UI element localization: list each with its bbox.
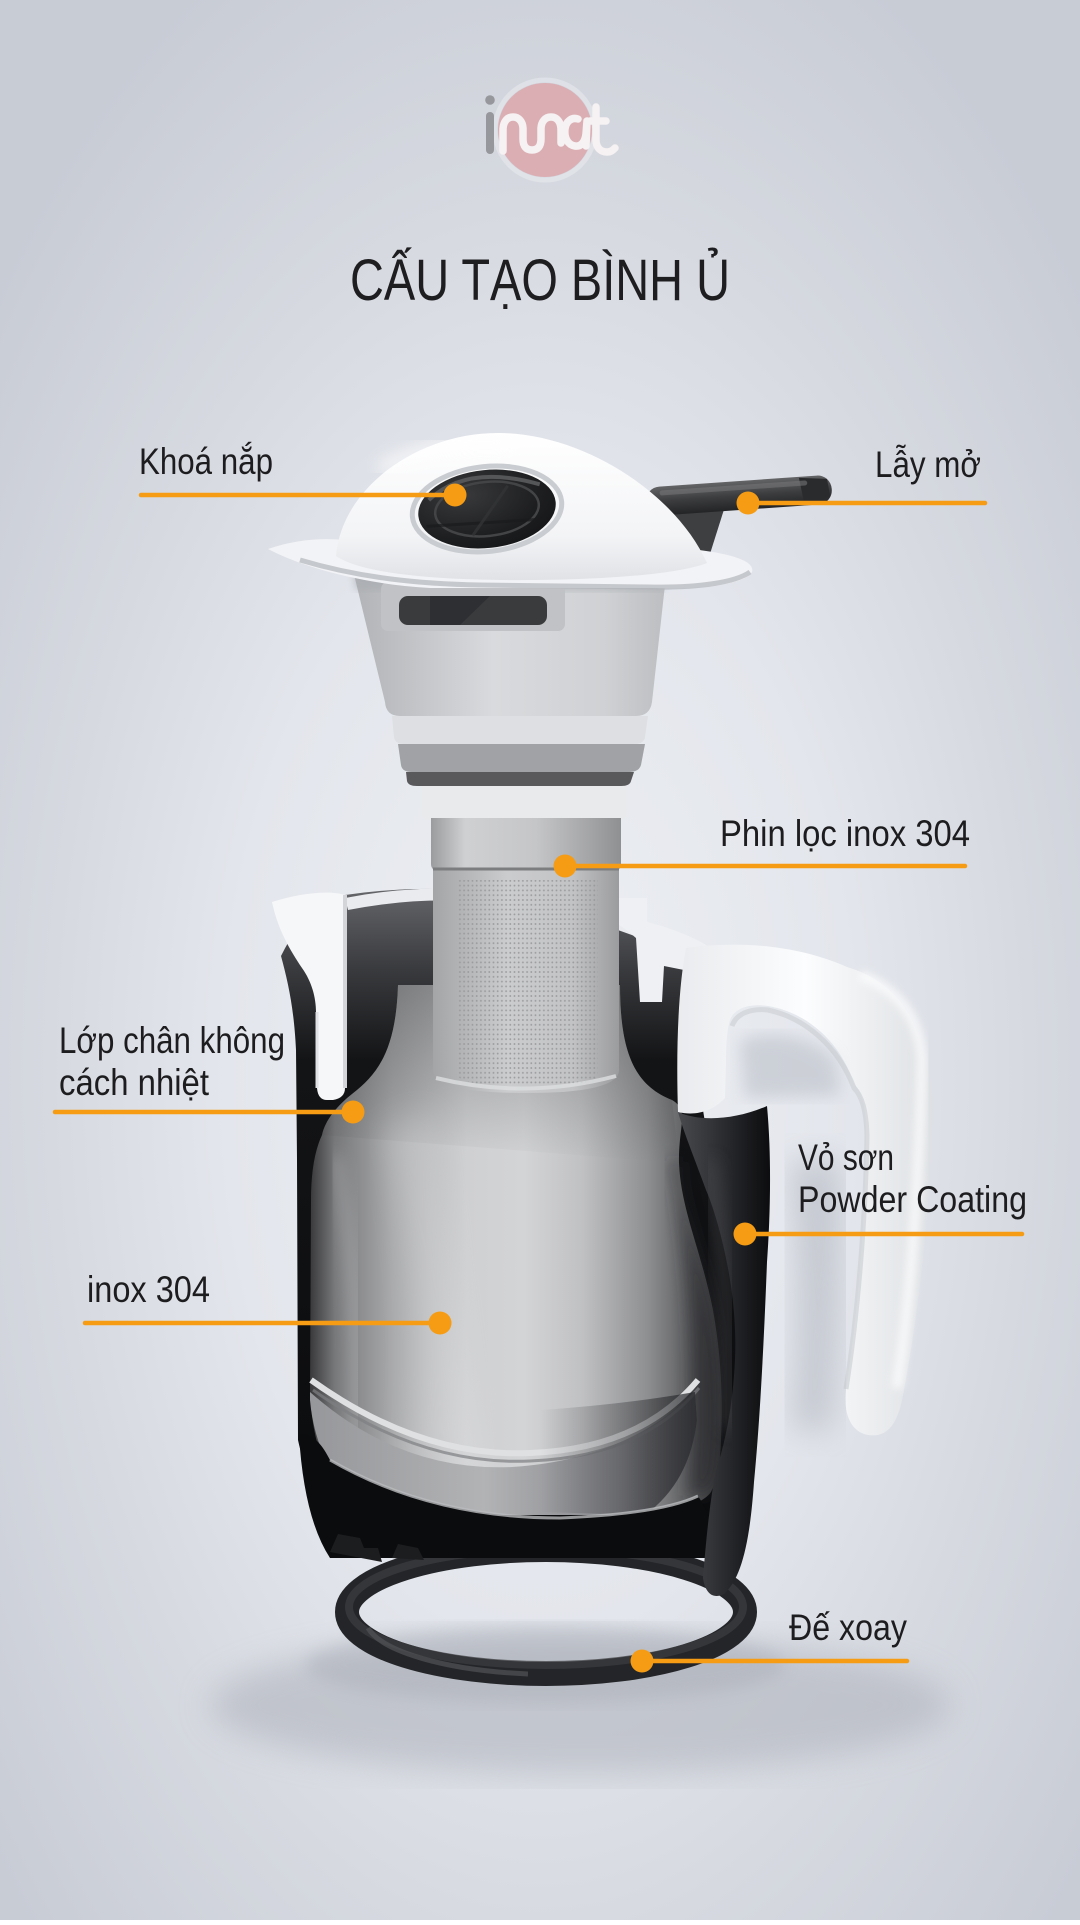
svg-text:cách nhiệt: cách nhiệt [59, 1062, 210, 1103]
svg-text:Khoá nắp: Khoá nắp [139, 441, 273, 482]
svg-text:Lớp chân không: Lớp chân không [59, 1020, 285, 1061]
svg-text:Lẫy mở: Lẫy mở [875, 444, 981, 485]
svg-text:inox 304: inox 304 [87, 1269, 210, 1310]
svg-text:Powder Coating: Powder Coating [798, 1179, 1027, 1220]
svg-text:Vỏ sơn: Vỏ sơn [798, 1137, 894, 1178]
svg-text:Đế xoay: Đế xoay [789, 1607, 907, 1648]
svg-text:Phin lọc inox 304: Phin lọc inox 304 [720, 813, 970, 854]
svg-text:CẤU TẠO BÌNH Ủ: CẤU TẠO BÌNH Ủ [350, 248, 730, 313]
